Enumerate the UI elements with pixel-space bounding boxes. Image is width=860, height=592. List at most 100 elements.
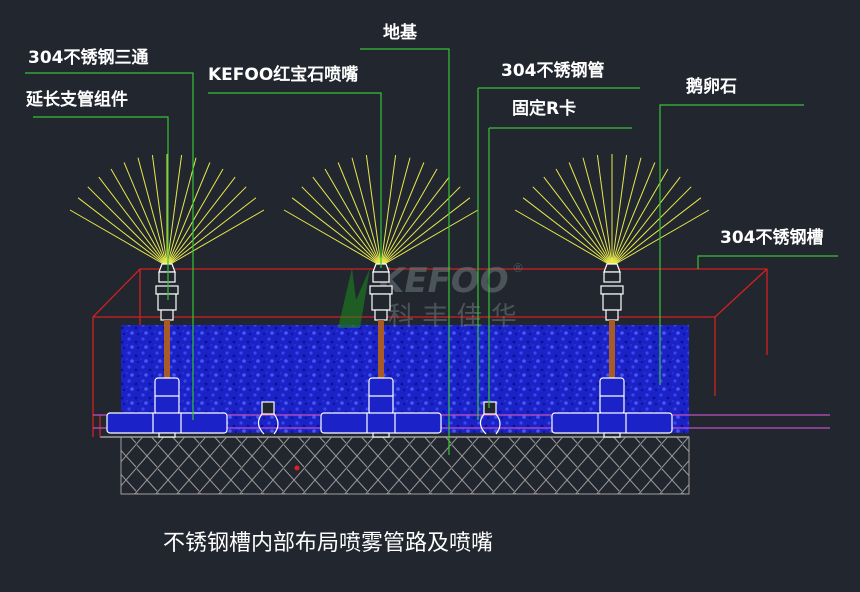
- label-foundation: 地基: [383, 22, 418, 43]
- spray-ray: [166, 157, 197, 267]
- tee-base: [152, 412, 182, 434]
- spray-ray: [611, 176, 681, 267]
- spray-ray: [611, 197, 702, 267]
- spray-ray: [291, 197, 382, 267]
- spray-ray: [283, 209, 382, 267]
- clamp-arc: [479, 413, 501, 435]
- spray-ray: [166, 209, 265, 267]
- extension-pipe: [378, 320, 384, 378]
- spray-fan-3: [514, 154, 710, 267]
- spray-ray: [337, 162, 382, 267]
- spray-ray: [123, 162, 168, 267]
- r-clamps: [257, 401, 501, 435]
- nozzle-adapter: [371, 293, 391, 311]
- nozzle-assembly-1: [106, 263, 228, 438]
- spray-ray: [301, 186, 382, 267]
- spray-ray: [351, 157, 382, 267]
- spray-ray: [365, 154, 382, 267]
- nozzle-tip-icon: [603, 263, 621, 273]
- leader-pebble: [659, 104, 804, 385]
- spray-ray: [380, 186, 461, 267]
- tee-base: [597, 412, 627, 434]
- extension-pipe: [609, 320, 615, 378]
- leader-lines: [25, 48, 838, 455]
- watermark-cn: 科 丰 佳 华: [388, 302, 517, 332]
- nozzle-collar: [160, 309, 174, 321]
- coupling-left: [320, 412, 370, 434]
- spray-ray: [611, 162, 656, 267]
- spray-ray: [380, 157, 411, 267]
- spray-ray: [324, 168, 382, 267]
- label-nozzle: KEFOO红宝石喷嘴: [208, 64, 358, 85]
- spray-ray: [522, 197, 613, 267]
- spray-fan-2: [283, 154, 479, 267]
- nozzle-assemblies: [106, 263, 673, 438]
- spray-fans: [69, 154, 710, 267]
- nozzle-adapter: [157, 293, 177, 311]
- spray-ray: [166, 186, 247, 267]
- tee-foot: [603, 432, 621, 438]
- spray-ray: [532, 186, 613, 267]
- leader-extension: [33, 116, 169, 300]
- coupling-right: [623, 412, 673, 434]
- label-rclamp: 固定R卡: [512, 98, 576, 119]
- spray-ray: [137, 157, 168, 267]
- extension-pipe: [164, 320, 170, 378]
- nozzle-collar: [605, 309, 619, 321]
- spray-ray: [582, 157, 613, 267]
- spray-ray: [611, 186, 692, 267]
- coupling-right: [392, 412, 442, 434]
- spray-ray: [611, 157, 642, 267]
- spray-ray: [380, 197, 471, 267]
- nozzle-adapter: [602, 293, 622, 311]
- spray-ray: [596, 154, 613, 267]
- r-clamp-1: [257, 401, 279, 435]
- clamp-head: [261, 401, 275, 415]
- spray-ray: [555, 168, 613, 267]
- coupling-left: [551, 412, 601, 434]
- spray-ray: [166, 168, 224, 267]
- tee-foot: [372, 432, 390, 438]
- nozzle-assembly-3: [551, 263, 673, 438]
- leader-foundation: [360, 48, 450, 455]
- spray-ray: [380, 168, 438, 267]
- spray-ray: [166, 154, 183, 267]
- label-trough: 304不锈钢槽: [720, 227, 824, 248]
- label-pebble: 鹅卵石: [686, 76, 737, 97]
- spray-ray: [166, 162, 211, 267]
- tee-base: [366, 412, 396, 434]
- spray-ray: [166, 176, 236, 267]
- spray-ray: [166, 197, 257, 267]
- nozzle-nut: [158, 271, 176, 283]
- spray-ray: [568, 162, 613, 267]
- spray-ray: [543, 176, 613, 267]
- leader-nozzle: [208, 92, 382, 268]
- nozzle-assembly-2: [320, 263, 442, 438]
- diagram-caption: 不锈钢槽内部布局喷雾管路及喷嘴: [163, 531, 493, 556]
- r-clamp-2: [479, 401, 501, 435]
- spray-ray: [312, 176, 382, 267]
- nozzle-tip-icon: [158, 263, 176, 273]
- label-pipe: 304不锈钢管: [501, 60, 605, 81]
- nozzle-body: [369, 285, 393, 295]
- nozzle-nut: [372, 271, 390, 283]
- spray-ray: [151, 154, 168, 267]
- spray-ray: [110, 168, 168, 267]
- spray-ray: [98, 176, 168, 267]
- nozzle-collar: [374, 309, 388, 321]
- spray-fan-1: [69, 154, 265, 267]
- leader-tee: [25, 72, 194, 420]
- watermark-reg: ®: [512, 261, 524, 275]
- spray-ray: [611, 168, 669, 267]
- nozzle-body: [155, 285, 179, 295]
- label-extension: 延长支管组件: [25, 89, 128, 110]
- spray-ray: [87, 186, 168, 267]
- coupling-right: [178, 412, 228, 434]
- leader-trough: [697, 255, 838, 269]
- spray-ray: [611, 154, 628, 267]
- label-tee: 304不锈钢三通: [28, 47, 149, 68]
- spray-ray: [69, 209, 168, 267]
- spray-ray: [380, 162, 425, 267]
